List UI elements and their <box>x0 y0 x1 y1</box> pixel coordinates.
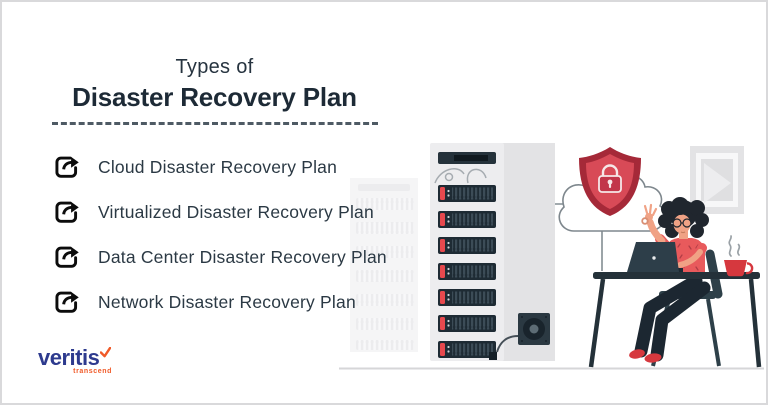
list-item: Network Disaster Recovery Plan <box>54 288 387 316</box>
logo-tagline: transcend <box>73 368 112 376</box>
title-subtitle: Types of <box>175 56 254 78</box>
title-block: Types of Disaster Recovery Plan <box>42 56 387 125</box>
dashed-divider <box>51 122 378 125</box>
list-item: Virtualized Disaster Recovery Plan <box>54 198 387 226</box>
share-arrow-icon <box>54 155 81 180</box>
share-arrow-icon <box>54 200 81 225</box>
veritis-logo: veritis transcend <box>38 345 124 376</box>
share-arrow-icon <box>54 290 81 315</box>
plan-list: Cloud Disaster Recovery Plan Virtualized… <box>54 153 387 316</box>
logo-wordmark: veritis <box>38 345 100 370</box>
plan-label: Cloud Disaster Recovery Plan <box>98 156 338 177</box>
plan-label: Data Center Disaster Recovery Plan <box>98 246 387 267</box>
share-arrow-icon <box>54 245 81 270</box>
list-item: Data Center Disaster Recovery Plan <box>54 243 387 271</box>
plan-label: Network Disaster Recovery Plan <box>98 291 356 312</box>
page-title: Disaster Recovery Plan <box>72 82 357 112</box>
list-item: Cloud Disaster Recovery Plan <box>54 153 387 181</box>
plan-label: Virtualized Disaster Recovery Plan <box>98 201 374 222</box>
check-flick-icon <box>100 347 112 358</box>
